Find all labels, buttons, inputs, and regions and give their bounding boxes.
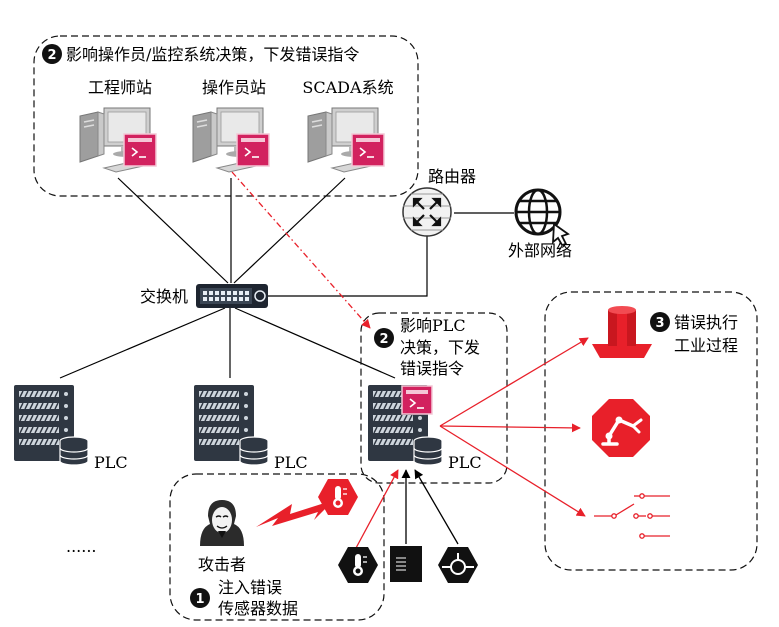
more-plcs-ellipsis: ...... <box>66 537 97 556</box>
switch-circuit-icon <box>594 493 670 539</box>
attack-path-operator-to-plc <box>231 171 371 329</box>
workstation-label-engineer: 工程师站 <box>88 78 152 97</box>
plc-2-icon[interactable] <box>193 384 269 466</box>
process-group-label: 3 错误执行 工业过程 <box>650 312 738 355</box>
process-impact-line2: 工业过程 <box>674 336 738 355</box>
valve-sensor-icon <box>438 547 478 583</box>
process-arrows <box>439 337 589 517</box>
attack-group-box <box>169 473 385 621</box>
attacker-label: 攻击者 <box>198 555 246 574</box>
operator-station-icon[interactable] <box>192 107 270 173</box>
badge-2: 2 <box>42 44 62 64</box>
badge-1: 1 <box>190 588 210 608</box>
svg-text:3: 3 <box>655 316 664 331</box>
plc-3-label: PLC <box>448 453 482 472</box>
link-router-switch <box>268 230 428 297</box>
lightning-attack-icon <box>256 500 334 527</box>
process-impact-line1: 错误执行 <box>674 313 738 332</box>
link-engineer-switch <box>117 177 229 284</box>
plc-impact-line2: 决策，下发 <box>400 338 480 357</box>
process-group-box <box>544 291 758 571</box>
robot-arm-icon <box>592 399 650 457</box>
plc-2-label: PLC <box>274 453 308 472</box>
badge-2-plc: 2 <box>374 328 394 348</box>
operators-group-label: 2 影响操作员/监控系统决策，下发错误指令 <box>42 44 359 64</box>
attack-text-line1: 注入错误 <box>218 578 282 597</box>
link-switch-plc1 <box>59 307 226 379</box>
svg-text:2: 2 <box>47 48 56 63</box>
plc-impact-line1: 影响PLC <box>400 316 466 335</box>
badge-3: 3 <box>650 312 670 332</box>
svg-text:1: 1 <box>195 592 204 607</box>
external-network-label: 外部网络 <box>508 241 572 260</box>
attack-group-label: 1 注入错误 传感器数据 <box>190 578 298 618</box>
industrial-tank-icon <box>592 306 652 358</box>
svg-text:2: 2 <box>379 332 388 347</box>
router-label: 路由器 <box>428 167 476 186</box>
switch-label: 交换机 <box>140 287 188 306</box>
meter-sensor-icon <box>390 546 422 582</box>
operators-impact-text: 影响操作员/监控系统决策，下发错误指令 <box>66 45 359 64</box>
workstation-label-scada: SCADA系统 <box>302 78 393 97</box>
switch-icon[interactable] <box>196 284 268 308</box>
operators-group-box <box>33 35 419 197</box>
plc-impact-line3: 错误指令 <box>400 359 464 378</box>
malicious-temperature-sensor-icon <box>318 479 358 515</box>
router-icon[interactable] <box>402 187 452 237</box>
attack-text-line2: 传感器数据 <box>218 599 298 618</box>
sensor-arrows <box>355 469 459 549</box>
plc-zone-box <box>360 312 508 484</box>
temperature-sensor-icon <box>338 547 378 583</box>
plc-1-label: PLC <box>94 453 128 472</box>
link-switch-plc3 <box>234 307 396 379</box>
attacker-avatar-icon <box>200 500 244 546</box>
external-network-globe-icon[interactable] <box>514 188 570 247</box>
plc-zone-label: 2 影响PLC 决策，下发 错误指令 <box>374 316 480 378</box>
plc-1-icon[interactable] <box>13 384 89 466</box>
scada-station-icon[interactable] <box>307 107 385 173</box>
plc-3-terminal-icon <box>401 385 433 415</box>
workstation-label-operator: 操作员站 <box>202 78 266 97</box>
engineer-station-icon[interactable] <box>79 107 157 173</box>
